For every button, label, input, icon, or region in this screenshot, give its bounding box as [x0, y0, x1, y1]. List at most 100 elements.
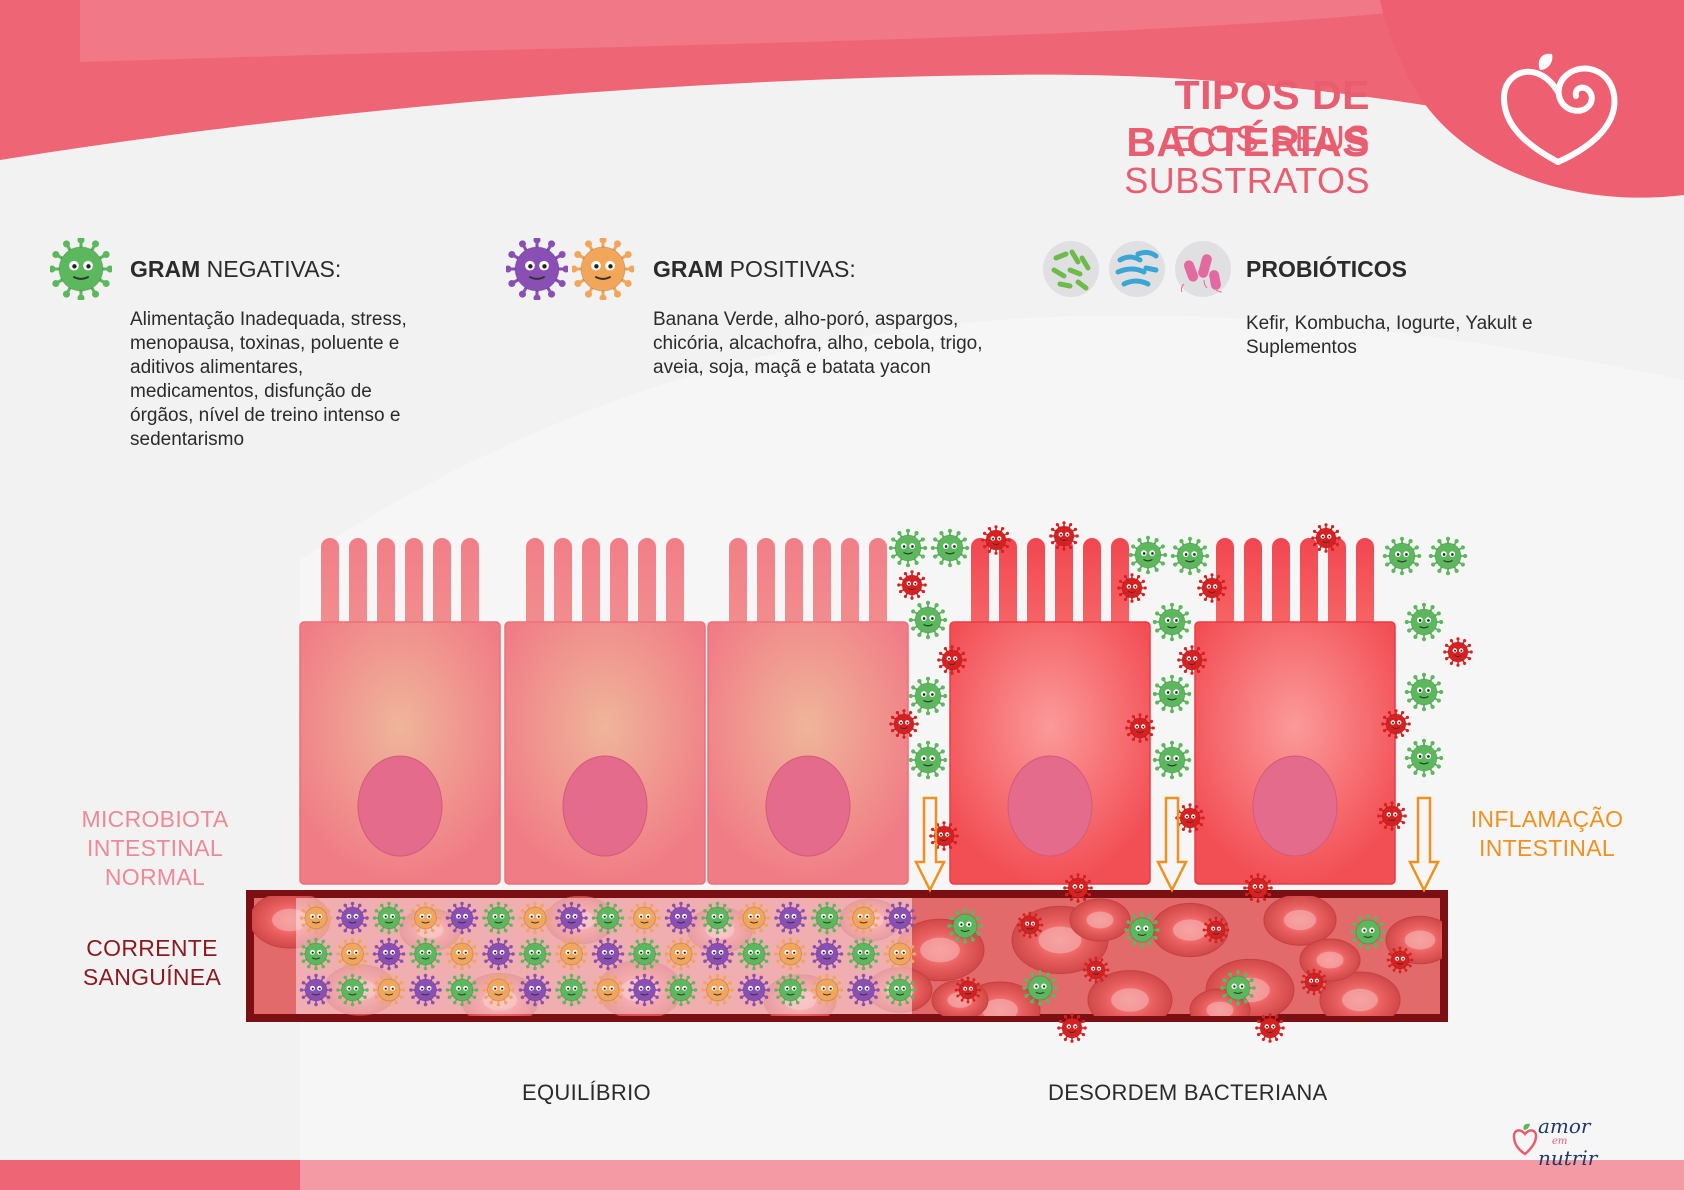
vessel-bacterium: [664, 901, 698, 935]
green-bacteria-icon: [50, 238, 112, 300]
villus: [554, 538, 572, 640]
gram-negative-bacterium: [1152, 602, 1192, 642]
probiotics-heading: PROBIÓTICOS: [1246, 256, 1408, 282]
gram-negative-bacterium: [1404, 672, 1444, 712]
vessel-bacterium: [847, 973, 880, 1007]
pathogen: [1063, 873, 1093, 903]
vessel-bacterium: [299, 973, 333, 1007]
cell-body: [504, 621, 706, 885]
inflamed-cell: [949, 538, 1151, 885]
vessel-bacterium: [336, 901, 369, 935]
vessel-bacterium: [737, 937, 771, 971]
bacteria-glyph: [572, 238, 634, 300]
cell-body: [949, 621, 1151, 885]
villus: [1356, 538, 1374, 640]
vessel-bacterium: [701, 901, 734, 935]
pathogen: [1255, 1013, 1285, 1043]
down-arrow-icon: [913, 796, 947, 893]
vessel-bacterium: [555, 901, 588, 935]
probiotics-text: Kefir, Kombucha, Iogurte, Yakult e Suple…: [1246, 313, 1533, 358]
equilibrium-label: EQUILÍBRIO: [522, 1080, 651, 1105]
vessel-bacterium: [372, 937, 406, 971]
vessel-pathogen: [1300, 968, 1328, 996]
vessel-bacterium: [409, 901, 442, 935]
vessel-bacterium: [591, 973, 625, 1007]
bacterial-disorder-label: DESORDEM BACTERIANA: [1048, 1080, 1328, 1105]
pathogen: [1177, 645, 1207, 675]
villus: [1027, 538, 1045, 640]
vessel-bacterium: [591, 937, 625, 971]
villus: [971, 538, 989, 640]
vessel-bacterium: [409, 973, 442, 1007]
down-arrow-icon: [1155, 796, 1189, 893]
villus: [321, 538, 339, 640]
villus: [1244, 538, 1262, 640]
vessel-bacterium: [628, 901, 661, 935]
villus: [869, 538, 887, 640]
red-blood-cell-center: [1086, 911, 1114, 929]
villus: [785, 538, 803, 640]
purple-bacteria-icon: [506, 238, 568, 300]
gram-negative-bacterium: [1382, 536, 1422, 576]
gram-positive-text: Banana Verde, alho-poró, aspargos, chicó…: [653, 309, 983, 378]
bacteria-glyph: [50, 238, 112, 300]
healthy-cell: [299, 538, 501, 885]
villus: [638, 538, 656, 640]
gram-negative-bacterium: [1128, 535, 1168, 575]
vessel-bacterium: [810, 937, 844, 971]
vessel-bacterium: [774, 937, 807, 971]
gram-negative-bacterium: [1152, 740, 1192, 780]
vessel-bacterium: [482, 937, 515, 971]
brand-wordmark: amor em nutrir: [1538, 1114, 1598, 1170]
cell-nucleus: [1252, 755, 1338, 857]
cell-body: [1194, 621, 1396, 885]
vessel-bacterium: [774, 901, 807, 935]
bacteria-glyph: [506, 238, 568, 300]
villus: [813, 538, 831, 640]
vessel-bacterium: [847, 901, 880, 935]
green-rods-icon: [1043, 241, 1099, 297]
villus: [377, 538, 395, 640]
pathogen: [1443, 637, 1473, 667]
villus: [610, 538, 628, 640]
gram-negative-bacterium: [1170, 536, 1210, 576]
vessel-bacterium: [336, 973, 369, 1007]
pathogen: [889, 709, 919, 739]
vessel-pathogen: [1016, 911, 1044, 939]
vessel-bacterium: [664, 973, 698, 1007]
villus: [526, 538, 544, 640]
vessel-bacterium: [336, 937, 369, 971]
vessel-pathogen: [947, 908, 983, 944]
vessel-bacterium: [555, 973, 588, 1007]
villus: [841, 538, 859, 640]
pathogen: [1243, 873, 1273, 903]
vessel-pathogen: [1386, 946, 1414, 974]
vessel-pathogen: [1124, 912, 1160, 948]
red-blood-cell-center: [982, 998, 1018, 1016]
vessel-bacterium: [737, 973, 771, 1007]
vessel-bacterium: [372, 973, 406, 1007]
vessel-bacterium: [299, 901, 333, 935]
villus: [1055, 538, 1073, 640]
red-blood-cell-center: [1172, 919, 1208, 941]
cell-body: [707, 621, 909, 885]
vessel-bacterium: [372, 901, 406, 935]
villus: [461, 538, 479, 640]
healthy-cell: [707, 538, 909, 885]
cell-nucleus: [562, 755, 648, 857]
vessel-bacterium: [737, 901, 771, 935]
pathogen: [1197, 573, 1227, 603]
vessel-bacterium: [628, 937, 661, 971]
villus: [1328, 538, 1346, 640]
red-blood-cell-center: [1206, 1001, 1234, 1016]
red-blood-cell-center: [1038, 926, 1082, 954]
gram-positive-heading: GRAM POSITIVAS:: [653, 256, 856, 282]
vessel-bacterium: [555, 937, 588, 971]
healthy-cell: [504, 538, 706, 885]
vessel-bacterium: [409, 937, 442, 971]
pathogen: [1377, 801, 1407, 831]
vessel-bacterium: [518, 901, 552, 935]
villus: [1300, 538, 1318, 640]
